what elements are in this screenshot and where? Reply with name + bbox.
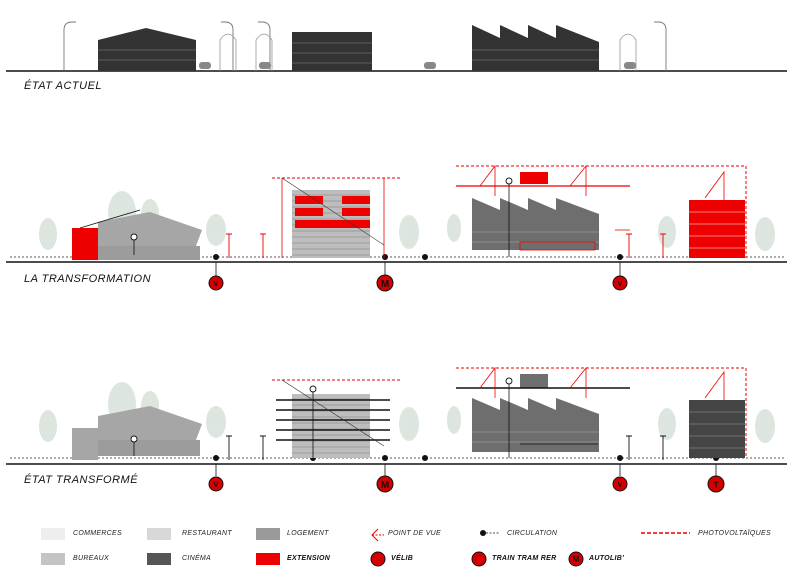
legend-label-cinema: CINÉMA <box>182 555 212 562</box>
legend-label-extension: EXTENSION <box>287 555 331 562</box>
autolib-legend-icon: M <box>568 551 584 567</box>
autolib-legend-mark: M <box>573 555 580 564</box>
velib-marker: V <box>208 262 224 291</box>
view-point-icon <box>226 435 666 460</box>
stage-label-transformed: ÉTAT TRANSFORMÉ <box>24 474 139 486</box>
legend-label-logement: LOGEMENT <box>287 530 329 537</box>
legend-swatch-commerces <box>41 528 65 540</box>
stage-label-current: ÉTAT ACTUEL <box>24 80 103 92</box>
building-cinema-gable <box>98 28 196 71</box>
building-block <box>292 32 372 71</box>
legend-label-photovoltaiques: PHOTOVOLTAÏQUES <box>698 530 771 537</box>
building-extension-tower <box>689 166 747 258</box>
extension-block <box>72 228 98 260</box>
metro-marker-label: M <box>381 279 389 290</box>
train-marker: T <box>707 464 725 493</box>
legend-label-autolib: AUTOLIB' <box>589 555 625 562</box>
building-factory <box>456 366 746 458</box>
velib-marker: V <box>208 464 224 492</box>
building-factory <box>456 164 746 257</box>
train-legend-icon <box>471 551 487 567</box>
legend-label-train-tram-rer: TRAIN TRAM RER <box>492 555 557 562</box>
legend-label-point-de-vue: POINT DE VUE <box>388 530 441 537</box>
legend-swatch-restaurant <box>147 528 171 540</box>
legend: M <box>41 528 690 567</box>
velib-marker: V <box>612 464 628 492</box>
legend-label-restaurant: RESTAURANT <box>182 530 232 537</box>
arch-icon <box>219 33 637 71</box>
metro-marker-label: M <box>381 480 389 491</box>
point-de-vue-icon <box>371 528 384 542</box>
velib-legend-icon <box>370 551 386 567</box>
metro-marker: M <box>376 262 394 292</box>
circulation-node <box>213 254 623 260</box>
legend-swatch-cinema <box>147 553 171 565</box>
building-cinema-tower <box>689 368 747 458</box>
legend-swatch-extension <box>256 553 280 565</box>
legend-swatch-logement <box>256 528 280 540</box>
row-current-state <box>6 21 787 72</box>
legend-label-bureaux: BUREAUX <box>73 555 109 562</box>
building-logement <box>272 379 400 458</box>
street-lamp-icon <box>63 21 667 71</box>
stage-label-transformation: LA TRANSFORMATION <box>24 273 152 285</box>
velib-marker-label: V <box>214 281 219 288</box>
row-transformation: V M V <box>6 164 787 292</box>
train-marker-label: T <box>713 480 719 490</box>
legend-label-commerces: COMMERCES <box>73 530 122 537</box>
car-icon <box>199 62 636 69</box>
circulation-icon <box>480 530 500 536</box>
legend-swatch-bureaux <box>41 553 65 565</box>
building-factory-sawtooth <box>472 25 599 71</box>
row-transformed-state: V M V T <box>6 366 787 493</box>
velib-marker-label: V <box>618 281 623 288</box>
velib-marker-label: V <box>214 482 219 489</box>
view-point-icon <box>226 233 666 258</box>
velib-marker: V <box>612 262 628 291</box>
legend-label-circulation: CIRCULATION <box>507 530 558 537</box>
building-restaurant <box>72 209 202 260</box>
building-logement <box>272 177 400 258</box>
legend-label-velib: VÉLIB <box>391 555 414 562</box>
metro-marker: M <box>376 464 394 493</box>
velib-marker-label: V <box>618 482 623 489</box>
building-restaurant <box>72 406 202 460</box>
